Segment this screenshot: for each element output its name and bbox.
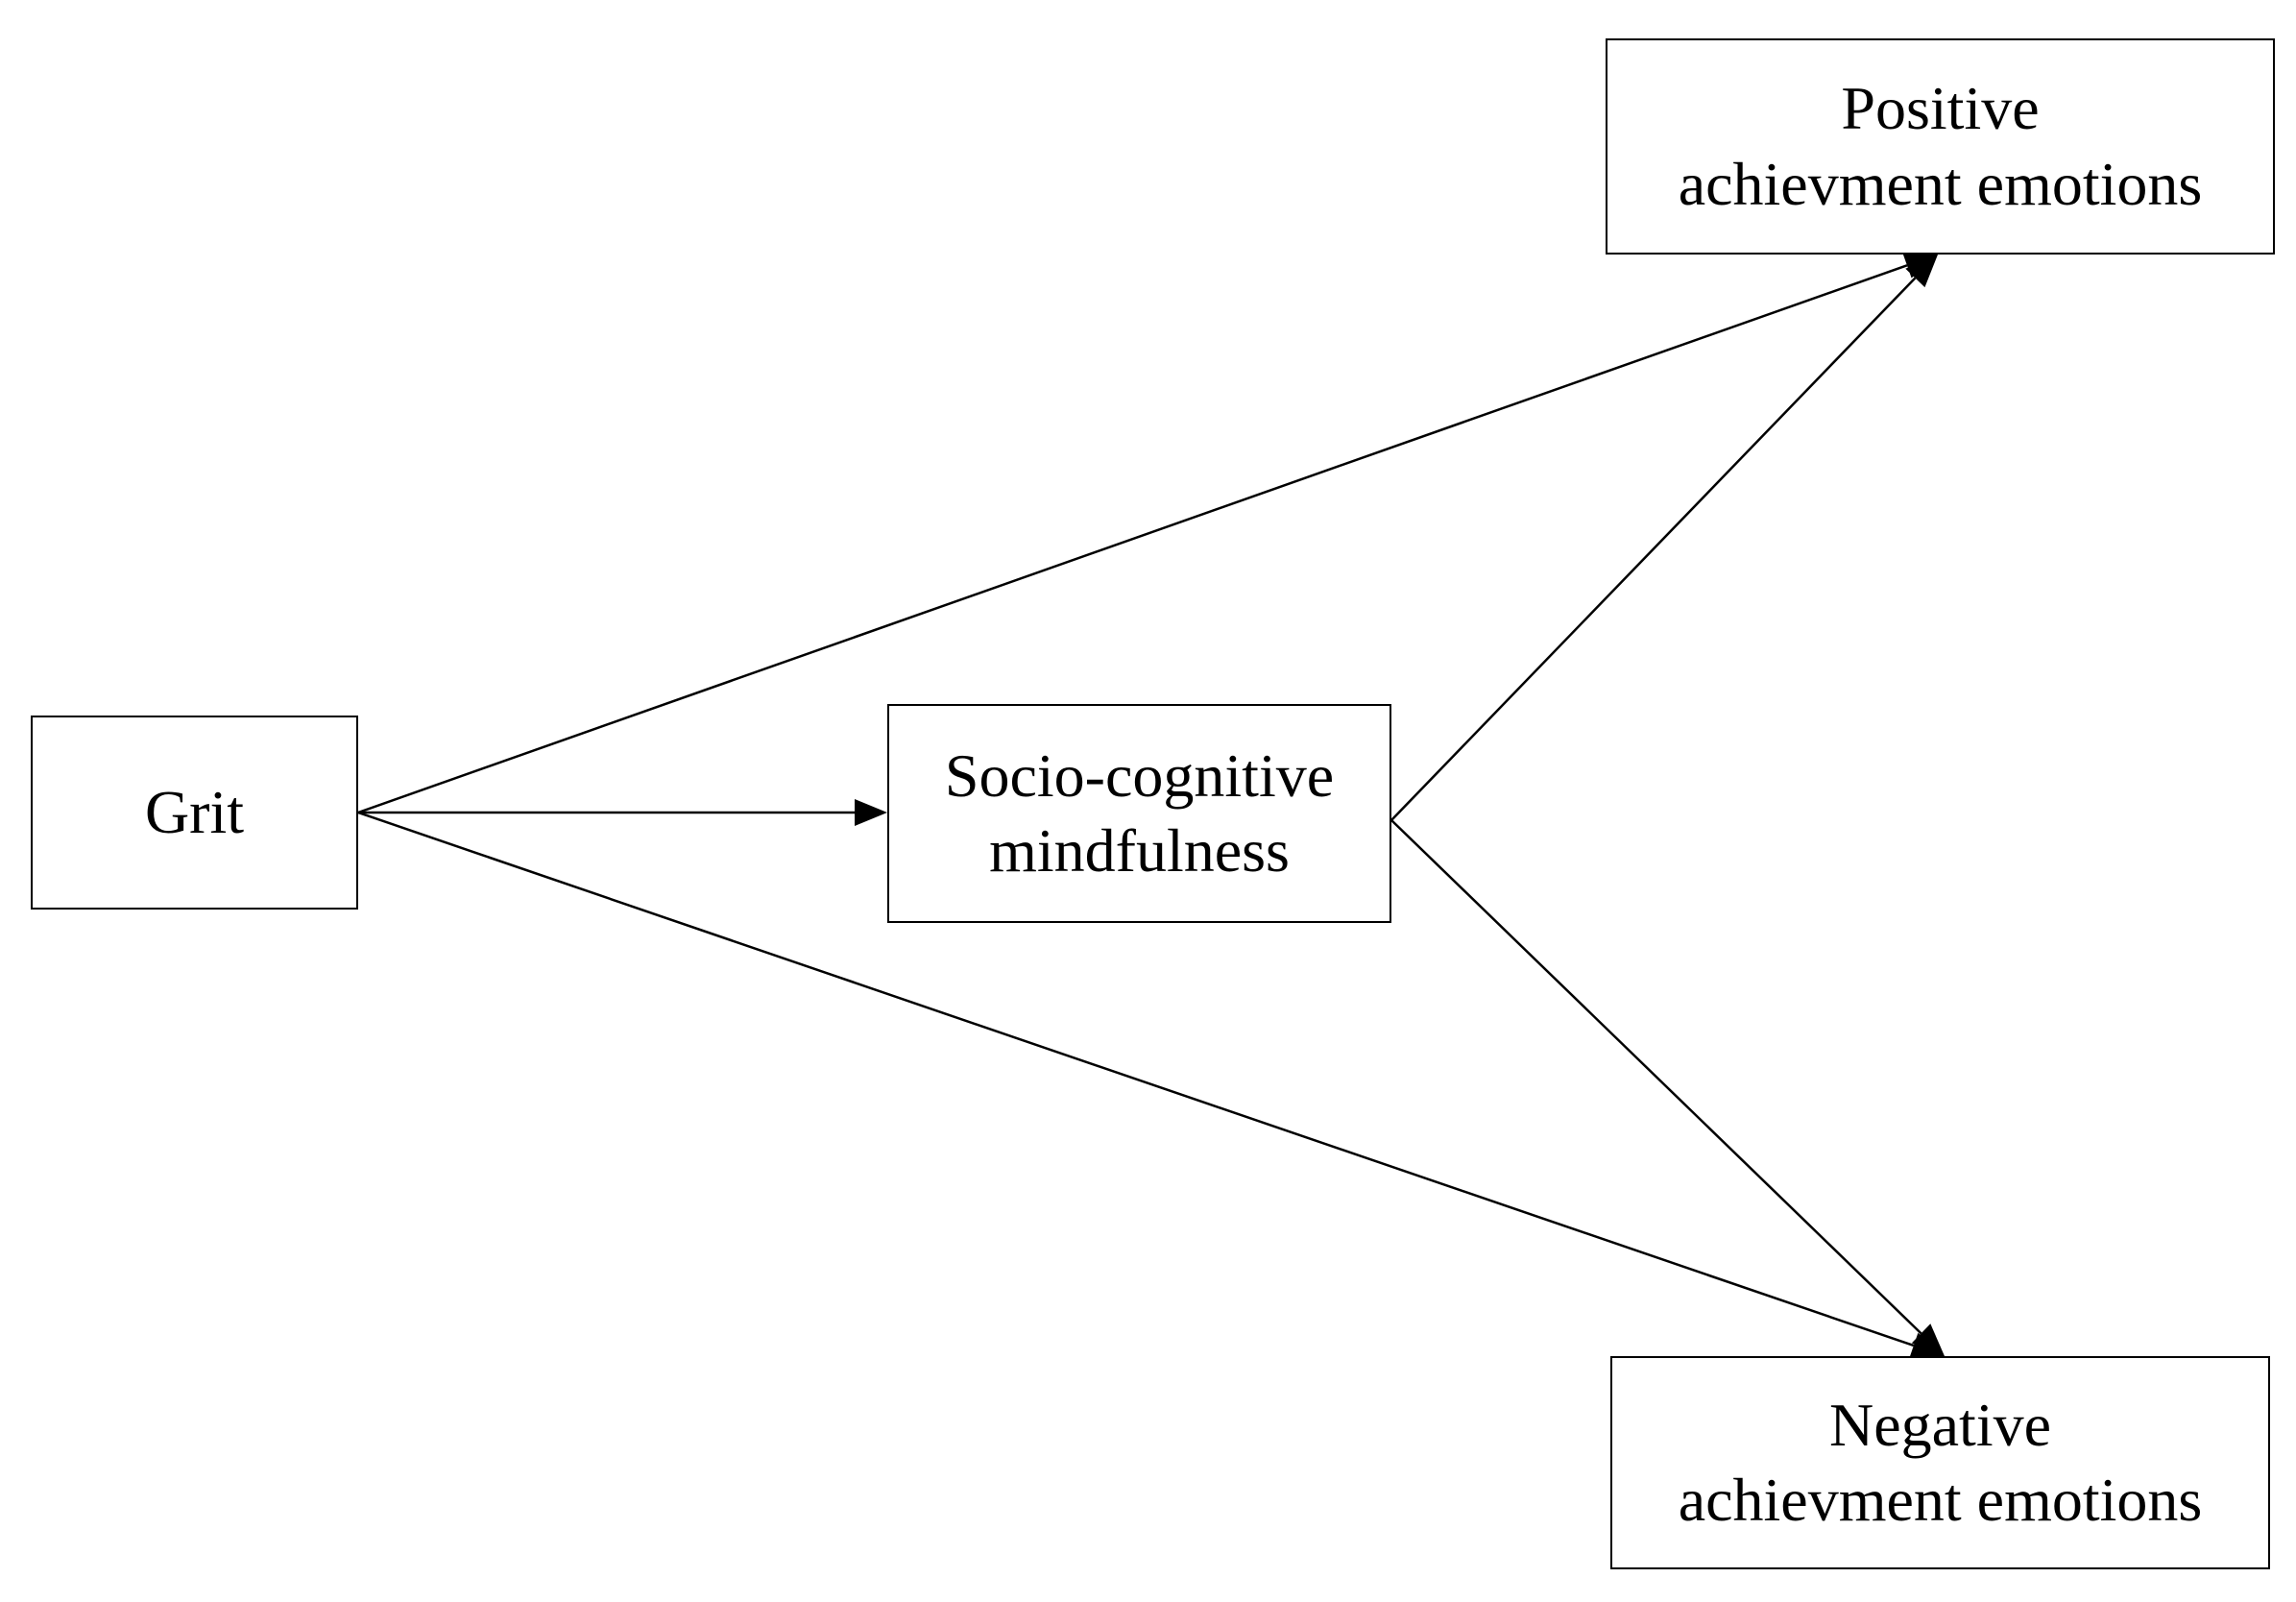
arrow-socio-to-positive	[1390, 277, 1917, 821]
arrowhead-socio-to-positive	[1905, 255, 1938, 288]
arrow-grit-to-negative	[357, 811, 1915, 1347]
socio-cognitive-label-line2: mindfulness	[989, 816, 1290, 885]
grit-box: Grit	[31, 716, 358, 910]
arrowhead-grit-to-socio	[855, 799, 887, 826]
negative-emotions-label-line1: Negative	[1829, 1390, 2051, 1459]
arrowhead-socio-to-negative	[1911, 1323, 1945, 1356]
arrow-socio-to-negative	[1390, 819, 1922, 1335]
negative-emotions-box: Negative achievment emotions	[1610, 1356, 2270, 1569]
grit-label: Grit	[144, 777, 245, 846]
socio-cognitive-mindfulness-box: Socio-cognitive mindfulness	[887, 704, 1391, 923]
arrow-grit-to-positive	[357, 264, 1908, 814]
positive-emotions-label-line2: achievment emotions	[1678, 149, 2203, 218]
socio-cognitive-label-line1: Socio-cognitive	[944, 740, 1335, 810]
positive-emotions-box: Positive achievment emotions	[1606, 38, 2275, 255]
negative-emotions-label-line2: achievment emotions	[1678, 1466, 2203, 1534]
positive-emotions-label-line1: Positive	[1841, 74, 2040, 143]
